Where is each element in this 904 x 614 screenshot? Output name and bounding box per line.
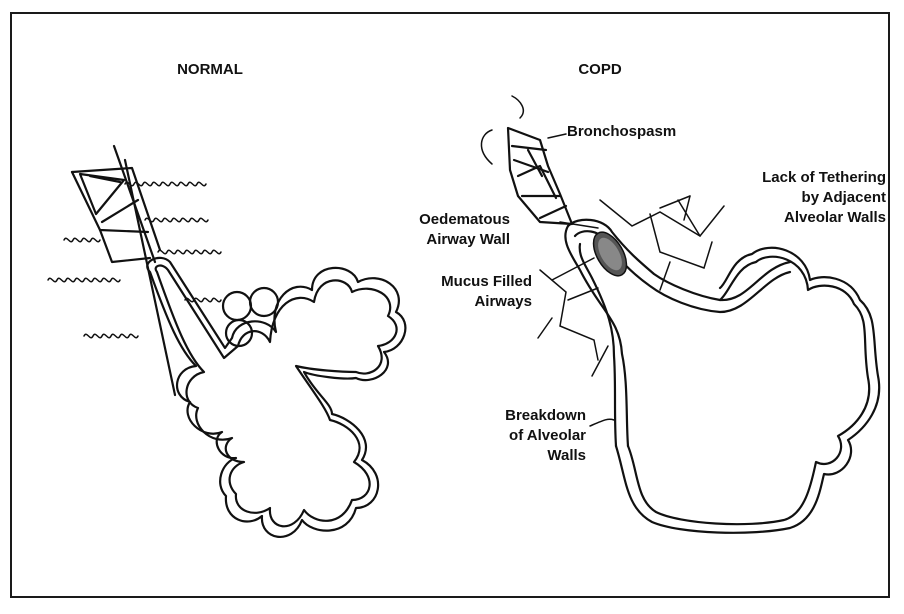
normal-lung-unit	[48, 146, 405, 537]
label-bronchospasm: Bronchospasm	[567, 122, 676, 142]
label-line: Breakdown	[486, 406, 586, 426]
label-line: Walls	[486, 446, 586, 466]
label-line: Lack of Tethering	[678, 168, 886, 188]
label-mucus-filled-airways: Mucus Filled Airways	[418, 272, 532, 312]
label-oedematous-airway-wall: Oedematous Airway Wall	[410, 210, 510, 250]
label-line: of Alveolar	[486, 426, 586, 446]
title-copd: COPD	[560, 60, 640, 80]
label-line: by Adjacent	[678, 188, 886, 208]
normal-alveolar-sac	[147, 258, 405, 537]
title-normal: NORMAL	[150, 60, 270, 80]
label-line: Alveolar Walls	[678, 208, 886, 228]
label-lack-of-tethering: Lack of Tethering by Adjacent Alveolar W…	[678, 168, 886, 228]
normal-airway-rings	[72, 146, 160, 262]
label-line: Airways	[418, 292, 532, 312]
label-line: Oedematous	[410, 210, 510, 230]
label-line: Airway Wall	[410, 230, 510, 250]
label-breakdown-of-alveolar-walls: Breakdown of Alveolar Walls	[486, 406, 586, 466]
mucus-plug	[587, 227, 634, 282]
label-line: Mucus Filled	[418, 272, 532, 292]
copd-bronchospasm-airway	[481, 96, 572, 224]
label-leaders	[548, 134, 690, 426]
copd-lung-unit	[481, 96, 879, 533]
